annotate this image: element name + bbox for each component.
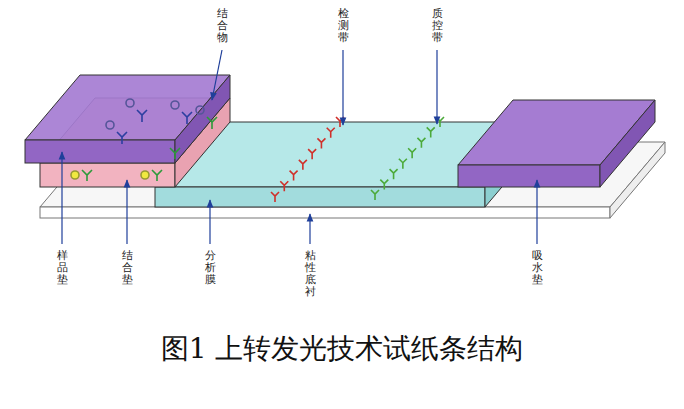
antibody-mark xyxy=(280,181,288,191)
antibody-mark xyxy=(317,138,325,148)
antibody-mark xyxy=(427,127,435,137)
antibody-mark xyxy=(308,149,316,159)
membrane-label: 分析膜 xyxy=(205,250,216,286)
conjugate-label: 结合物 xyxy=(217,8,228,44)
antibody-mark xyxy=(327,128,335,138)
antibody-mark xyxy=(390,169,398,179)
conjugate-pad-label: 结合垫 xyxy=(122,250,133,286)
antibody-mark xyxy=(299,160,307,170)
leader-arrows xyxy=(62,50,537,244)
antibody-mark xyxy=(371,190,379,200)
conjugate-markers xyxy=(71,99,217,181)
sample-pad-label: 样品垫 xyxy=(57,250,68,286)
absorbent-pad-label: 吸水垫 xyxy=(532,250,543,286)
figure-caption: 图1 上转发光技术试纸条结构 xyxy=(0,330,684,368)
antibody-mark xyxy=(271,192,279,202)
antibody-mark xyxy=(408,148,416,158)
control-band-label: 质控带 xyxy=(432,8,443,44)
absorbent-pad xyxy=(458,100,655,187)
antibody-mark xyxy=(290,171,298,181)
antibody-mark xyxy=(380,180,388,190)
detection-band-label: 检测带 xyxy=(338,8,349,44)
antibody-mark xyxy=(399,159,407,169)
antibody-bands xyxy=(271,117,444,202)
backing-label: 粘性底衬 xyxy=(305,250,316,298)
antibody-mark xyxy=(417,138,425,148)
sample-pad xyxy=(25,75,230,163)
